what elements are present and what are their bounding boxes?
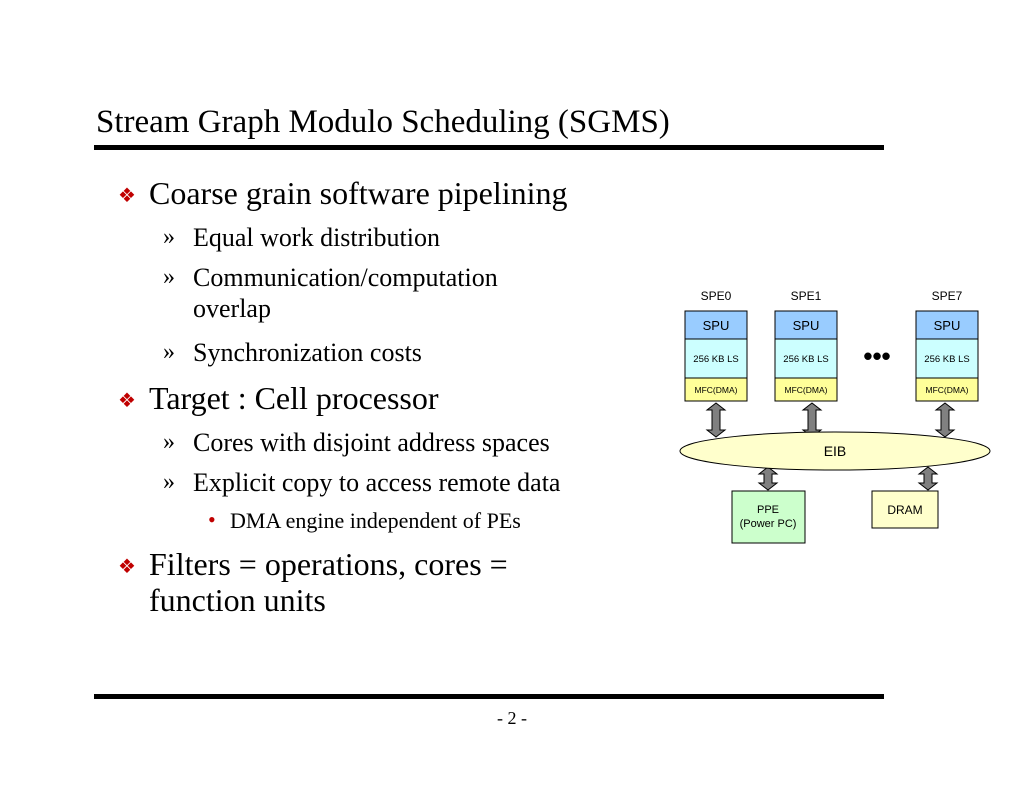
spe-label: SPE7 — [932, 289, 963, 303]
sub-bullet-1-1: » Equal work distribution — [163, 222, 440, 253]
sub-bullet-2-1: » Cores with disjoint address spaces — [163, 427, 550, 458]
bullet-1-text: Coarse grain software pipelining — [149, 175, 568, 211]
double-arrow-icon — [757, 466, 779, 491]
mfc-box — [684, 377, 748, 402]
sub-bullet-text: Synchronization costs — [193, 338, 422, 367]
footer-rule — [94, 694, 884, 699]
double-arrow-icon — [917, 466, 939, 491]
double-arrow-icon — [934, 402, 956, 438]
bullet-3: ❖ Filters = operations, cores = function… — [118, 546, 508, 618]
mfc-box — [774, 377, 838, 402]
chevron-bullet-icon: » — [163, 339, 175, 365]
spu-box — [774, 310, 838, 340]
sub-sub-bullet-2-2-1: • DMA engine independent of PEs — [208, 507, 521, 534]
dram-box — [871, 490, 939, 529]
local-store-label: 256 KB LS — [693, 354, 738, 365]
spu-label: SPU — [703, 318, 730, 333]
eib-bus — [679, 431, 991, 471]
ppe-box — [731, 490, 806, 544]
local-store-box — [684, 338, 748, 379]
sub-bullet-2-2: » Explicit copy to access remote data — [163, 467, 561, 498]
chevron-bullet-icon: » — [163, 429, 175, 455]
mfc-label: MFC(DMA) — [695, 385, 738, 395]
ppe-label: PPE — [757, 504, 779, 516]
chevron-bullet-icon: » — [163, 264, 175, 290]
bullet-1: ❖ Coarse grain software pipelining — [118, 175, 568, 211]
sub-bullet-text-line2: overlap — [193, 294, 271, 323]
sub-bullet-text: Equal work distribution — [193, 223, 440, 252]
spe-label: SPE0 — [701, 289, 732, 303]
spu-box — [915, 310, 979, 340]
bullet-2-text: Target : Cell processor — [149, 380, 439, 416]
sub-bullet-text: Communication/computation — [193, 263, 498, 292]
chevron-bullet-icon: » — [163, 469, 175, 495]
sub-bullet-1-2: » Communication/computation overlap — [163, 262, 498, 324]
sub-sub-bullet-text: DMA engine independent of PEs — [230, 508, 521, 533]
spe-label: SPE1 — [791, 289, 822, 303]
mfc-box — [915, 377, 979, 402]
double-arrow-icon — [705, 402, 727, 438]
page-number: - 2 - — [497, 708, 527, 728]
local-store-box — [915, 338, 979, 379]
mfc-label: MFC(DMA) — [926, 385, 969, 395]
diamond-bullet-icon: ❖ — [118, 185, 136, 207]
eib-label: EIB — [824, 443, 847, 459]
sub-bullet-1-3: » Synchronization costs — [163, 337, 422, 368]
slide-title: Stream Graph Modulo Scheduling (SGMS) — [96, 104, 670, 140]
spu-box — [684, 310, 748, 340]
chevron-bullet-icon: » — [163, 224, 175, 250]
diamond-bullet-icon: ❖ — [118, 556, 136, 578]
local-store-label: 256 KB LS — [783, 354, 828, 365]
sub-bullet-text: Cores with disjoint address spaces — [193, 428, 550, 457]
spu-label: SPU — [793, 318, 820, 333]
local-store-label: 256 KB LS — [924, 354, 969, 365]
dram-label: DRAM — [887, 503, 922, 517]
diamond-bullet-icon: ❖ — [118, 390, 136, 412]
ellipsis-label: ••• — [863, 341, 890, 371]
bullet-3-text: Filters = operations, cores = — [149, 546, 508, 582]
spu-label: SPU — [934, 318, 961, 333]
ppe-sublabel: (Power PC) — [740, 518, 797, 530]
dot-bullet-icon: • — [208, 507, 216, 532]
sub-bullet-text: Explicit copy to access remote data — [193, 468, 561, 497]
bullet-3-text-line2: function units — [149, 582, 326, 618]
bullet-2: ❖ Target : Cell processor — [118, 380, 439, 416]
title-rule — [94, 145, 884, 150]
mfc-label: MFC(DMA) — [785, 385, 828, 395]
